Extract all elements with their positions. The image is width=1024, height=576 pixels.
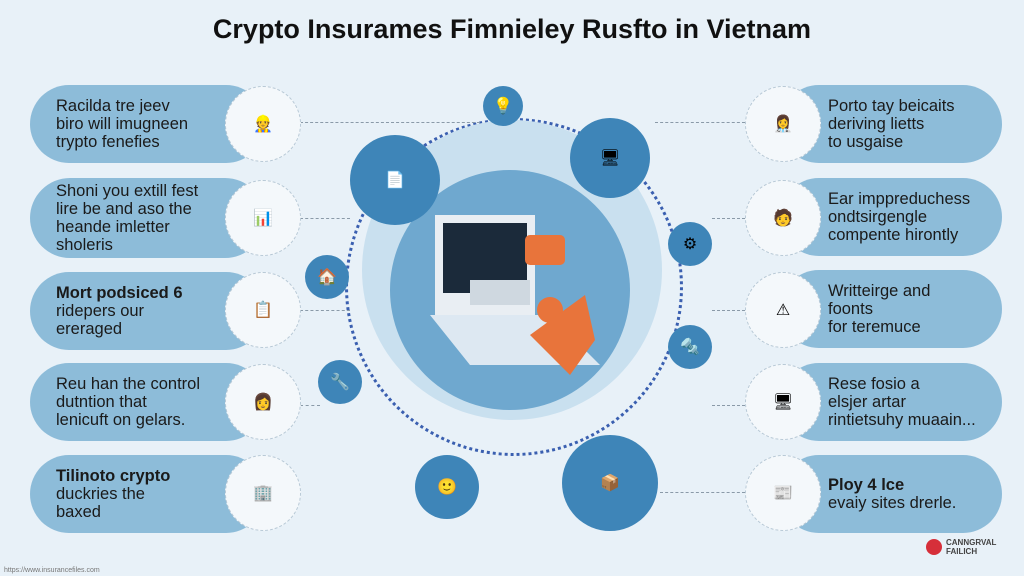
card-line: foonts bbox=[828, 300, 873, 318]
card-line: compente hirontly bbox=[828, 226, 959, 244]
house-node-icon: 🏠 bbox=[305, 255, 349, 299]
tools-node-icon: 🔧 bbox=[318, 360, 362, 404]
gear-node-icon: ⚙ bbox=[668, 222, 712, 266]
worker-icon: 👷 bbox=[225, 86, 301, 162]
card-line: lire be and aso the bbox=[56, 200, 192, 218]
page-title: Crypto Insurames Fimnieley Rusfto in Vie… bbox=[212, 14, 812, 44]
card-line: ondtsirgengle bbox=[828, 208, 928, 226]
doctor-icon: 👩‍⚕️ bbox=[745, 86, 821, 162]
package-node-icon: 📦 bbox=[562, 435, 658, 531]
card-line: to usgaise bbox=[828, 133, 904, 151]
document-icon: 📋 bbox=[225, 272, 301, 348]
person-icon: 🧑 bbox=[745, 180, 821, 256]
report-icon: 📰 bbox=[745, 455, 821, 531]
card-line: Ear imppreduchess bbox=[828, 190, 971, 208]
card-line: Racilda tre jeev bbox=[56, 97, 170, 115]
warning-triangle-icon: ⚠ bbox=[745, 272, 821, 348]
bar-chart-icon: 🏢 bbox=[225, 455, 301, 531]
card-line: rintietsuhy muaain... bbox=[828, 411, 976, 429]
dashboard-icon: 📊 bbox=[225, 180, 301, 256]
card-line: ridepers our bbox=[56, 302, 145, 320]
card-line: sholeris bbox=[56, 236, 113, 254]
card-line: Porto tay beicaits bbox=[828, 97, 955, 115]
card-line: baxed bbox=[56, 503, 101, 521]
card-line: deriving lietts bbox=[828, 115, 925, 133]
card-line: ereraged bbox=[56, 320, 123, 338]
card-line: Ploy 4 lce bbox=[828, 476, 905, 494]
laptop-illustration-icon bbox=[430, 215, 600, 375]
woman-icon: 👩 bbox=[225, 364, 301, 440]
card-line: Shoni you extill fest bbox=[56, 182, 199, 200]
browser-node-icon: 🖥 bbox=[570, 118, 650, 198]
brand-name: CANNGRVAL FAILICH bbox=[946, 538, 997, 556]
card-line: Writteirge and bbox=[828, 282, 931, 300]
card-line: heande imletter bbox=[56, 218, 170, 236]
face-node-icon: 🙂 bbox=[415, 455, 479, 519]
card-line: Rese fosio a bbox=[828, 375, 920, 393]
wrench-node-icon: 🔩 bbox=[668, 325, 712, 369]
card-line: biro will imugneen bbox=[56, 115, 189, 133]
footer-url: https://www.insurancefiles.com bbox=[4, 567, 100, 574]
monitor-icon: 🖥 bbox=[745, 364, 821, 440]
card-line: dutntion that bbox=[56, 393, 147, 411]
document-node-icon: 📄 bbox=[350, 135, 440, 225]
card-line: for teremuce bbox=[828, 318, 921, 336]
brand-logo: CANNGRVAL FAILICH bbox=[926, 538, 1006, 556]
bulb-node-icon: 💡 bbox=[483, 86, 523, 126]
card-line: evaiy sites drerle. bbox=[828, 494, 957, 512]
card-line: Mort podsiced 6 bbox=[56, 284, 183, 302]
card-line: Tilinoto crypto bbox=[56, 467, 171, 485]
brand-logo-icon bbox=[926, 539, 942, 555]
card-line: lenicuft on gelars. bbox=[56, 411, 186, 429]
card-line: elsjer artar bbox=[828, 393, 906, 411]
card-line: Reu han the control bbox=[56, 375, 201, 393]
card-line: trypto fenefies bbox=[56, 133, 160, 151]
card-line: duckries the bbox=[56, 485, 145, 503]
